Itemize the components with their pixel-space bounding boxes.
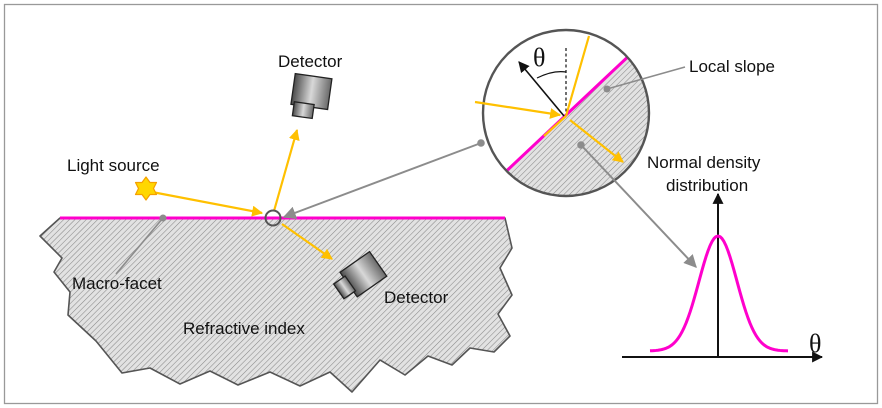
- macro-facet-label: Macro-facet: [72, 274, 162, 293]
- theta-symbol: θ: [533, 43, 545, 72]
- detector-top-label: Detector: [278, 52, 343, 71]
- magnified-spot: [264, 209, 282, 227]
- magnifier-connector: [282, 139, 485, 219]
- star-burst-icon: [134, 176, 158, 201]
- local-slope-pointer: [603, 66, 686, 93]
- normal-density-label-line2: distribution: [666, 176, 748, 195]
- macro-facet-pointer: [115, 214, 167, 275]
- local-slope-magnifier: [474, 28, 651, 198]
- normal-density-label-line1: Normal density: [647, 153, 761, 172]
- refractive-material: [39, 217, 513, 393]
- camera-detector-icon: [332, 250, 388, 300]
- refractive-index-label: Refractive index: [183, 319, 305, 338]
- local-slope-label: Local slope: [689, 57, 775, 76]
- reflected-ray: [272, 128, 300, 212]
- camera-detector-icon: [290, 72, 333, 120]
- gaussian-curve: [649, 234, 789, 353]
- detector-bottom-label: Detector: [384, 288, 449, 307]
- light-source-label: Light source: [67, 156, 160, 175]
- theta-axis-label: θ: [809, 329, 821, 358]
- distribution-plot: [622, 192, 824, 363]
- transmitted-ray: [281, 223, 333, 260]
- incident-ray: [151, 190, 264, 217]
- distribution-pointer: [577, 141, 697, 268]
